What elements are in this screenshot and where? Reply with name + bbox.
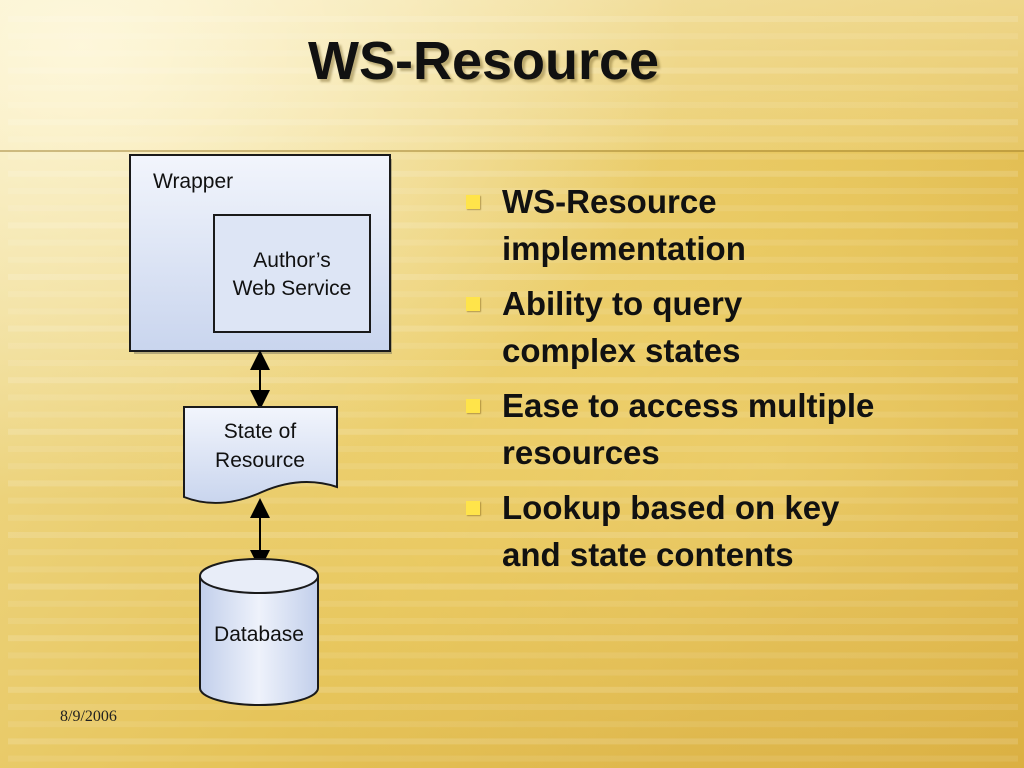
texture-line xyxy=(8,67,1018,74)
database-label: Database xyxy=(214,623,304,646)
texture-line xyxy=(8,308,1018,315)
texture-line xyxy=(8,497,1018,504)
texture-line xyxy=(8,618,1018,624)
texture-line xyxy=(8,205,1018,212)
square-bullet-icon xyxy=(466,501,480,515)
bullet-item: Lookup based on key and state contents xyxy=(462,484,1002,578)
texture-line xyxy=(8,755,1018,762)
square-bullet-icon xyxy=(466,297,480,311)
texture-line xyxy=(8,50,1018,57)
texture-line xyxy=(8,600,1018,607)
bullet-text-line2: complex states xyxy=(502,332,741,369)
texture-line xyxy=(8,635,1018,642)
texture-line xyxy=(8,686,1018,693)
texture-line xyxy=(8,136,1018,143)
texture-line xyxy=(8,170,1018,177)
texture-line xyxy=(8,463,1018,470)
texture-line xyxy=(8,738,1018,745)
texture-line xyxy=(8,16,1018,22)
bullet-text-line1: WS-Resource xyxy=(502,183,717,220)
web-service-label-line2: Web Service xyxy=(233,277,352,300)
texture-line xyxy=(8,256,1018,263)
texture-line xyxy=(8,119,1018,126)
texture-line xyxy=(8,704,1018,710)
texture-line xyxy=(8,274,1018,280)
web-service-label-line1: Author’s xyxy=(253,249,330,272)
texture-line xyxy=(8,532,1018,538)
texture-line xyxy=(8,652,1018,659)
texture-line xyxy=(8,153,1018,160)
texture-line xyxy=(8,394,1018,401)
texture-line xyxy=(8,428,1018,435)
texture-lines xyxy=(8,16,1018,762)
texture-line xyxy=(8,411,1018,418)
texture-line xyxy=(8,480,1018,487)
bullet-text-line1: Ability to query xyxy=(502,285,743,322)
slide-title: WS-Resource xyxy=(308,31,660,91)
texture-line xyxy=(8,84,1018,91)
texture-line xyxy=(8,102,1018,108)
state-label-line2: Resource xyxy=(215,449,305,472)
texture-line xyxy=(8,33,1018,40)
bullet-item: Ability to query complex states xyxy=(462,280,1002,374)
state-label-line1: State of xyxy=(224,420,297,443)
texture-line xyxy=(8,446,1018,452)
bullet-text-line1: Lookup based on key xyxy=(502,489,840,526)
bullet-text-line2: implementation xyxy=(502,230,746,267)
texture-line xyxy=(8,222,1018,229)
texture-line xyxy=(8,377,1018,384)
texture-line xyxy=(8,239,1018,246)
bullet-text-line2: and state contents xyxy=(502,536,794,573)
texture-line xyxy=(8,549,1018,556)
texture-line xyxy=(8,188,1018,194)
wrapper-label: Wrapper xyxy=(153,170,233,193)
bullet-text-line2: resources xyxy=(502,434,660,471)
bullet-item: Ease to access multiple resources xyxy=(462,382,1002,476)
texture-line xyxy=(8,291,1018,298)
texture-line xyxy=(8,325,1018,332)
texture-line xyxy=(8,669,1018,676)
header-band xyxy=(0,0,1024,150)
bullet-list: WS-Resource implementation Ability to qu… xyxy=(462,178,1002,586)
database-cylinder: Database xyxy=(199,558,319,706)
footer-date: 8/9/2006 xyxy=(60,708,117,725)
bullet-item: WS-Resource implementation xyxy=(462,178,1002,272)
texture-line xyxy=(8,342,1018,349)
texture-line xyxy=(8,721,1018,728)
texture-line xyxy=(8,360,1018,366)
texture-line xyxy=(8,583,1018,590)
square-bullet-icon xyxy=(466,195,480,209)
square-bullet-icon xyxy=(466,399,480,413)
texture-line xyxy=(8,514,1018,521)
web-service-box: Author’s Web Service xyxy=(213,214,371,333)
texture-line xyxy=(8,566,1018,573)
bullet-text-line1: Ease to access multiple xyxy=(502,387,875,424)
header-rule xyxy=(0,150,1024,152)
state-of-resource-shape: State of Resource xyxy=(183,406,338,504)
